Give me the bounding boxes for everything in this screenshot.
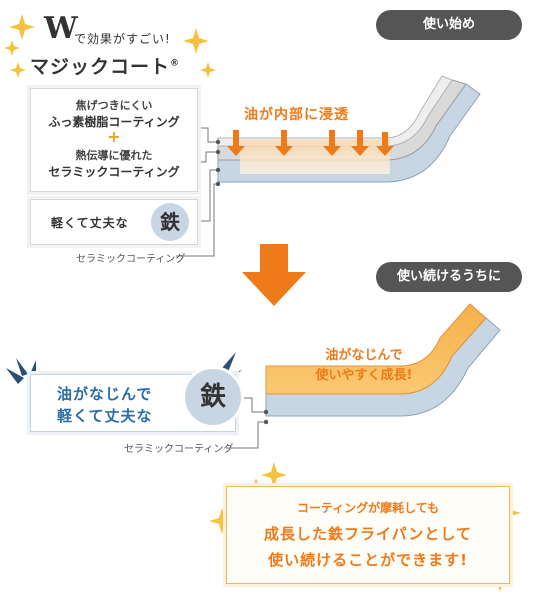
- stage-start-label: 使い始め: [376, 10, 522, 40]
- title-w-letter: W: [44, 11, 78, 46]
- registered-mark: ®: [170, 58, 181, 69]
- conclusion-box: コーティングが摩耗しても 成長した鉄フライパンとして 使い続けることができます!: [226, 486, 510, 584]
- title-main-text: マジックコート: [30, 56, 171, 78]
- transition-arrow-icon: [242, 244, 306, 306]
- iron-description-box: 軽くて丈夫な 鉄: [30, 199, 198, 245]
- title-main: マジックコート®: [30, 52, 180, 79]
- coating-line-2: ふっ素樹脂コーティング: [48, 115, 180, 129]
- pan-cross-section-bottom: [265, 303, 501, 417]
- plus-icon: +: [107, 127, 121, 146]
- ceramic-coating-label-top: セラミックコーティング: [76, 254, 186, 265]
- stage-continue-label: 使い続けるうちに: [376, 262, 522, 292]
- coating-line-1: 焦げつきにくい: [75, 99, 153, 112]
- sparkle-icon: [4, 14, 216, 78]
- iron-badge-large: 鉄: [182, 366, 244, 428]
- coating-description-box: 焦げつきにくい ふっ素樹脂コーティング + 熱伝導に優れた セラミックコーティン…: [30, 88, 198, 192]
- ceramic-coating-label-bottom: セラミックコーティング: [124, 444, 234, 455]
- oil-permeation-label: 油が内部に浸透: [244, 107, 349, 123]
- oil-seasoned-line-2: 使いやすく成長!: [315, 368, 413, 383]
- title-subtitle: で効果がすごい!: [74, 32, 171, 46]
- conclusion-line-3: 使い続けることができます!: [268, 551, 468, 569]
- coating-line-3: 熱伝導に優れた: [75, 149, 153, 162]
- coating-line-4: セラミックコーティング: [48, 165, 180, 179]
- seasoned-line-1: 油がなじんで: [57, 385, 153, 403]
- conclusion-line-2: 成長した鉄フライパンとして: [263, 525, 472, 543]
- iron-badge: 鉄: [151, 203, 189, 241]
- oil-seasoned-label: 油がなじんで 使いやすく成長!: [302, 346, 426, 386]
- iron-text: 軽くて丈夫な: [51, 216, 129, 230]
- conclusion-line-1: コーティングが摩耗しても: [296, 501, 440, 515]
- oil-seasoned-line-1: 油がなじんで: [325, 348, 403, 363]
- oil-arrow-icon: [227, 130, 394, 156]
- seasoned-line-2: 軽くて丈夫な: [57, 407, 153, 425]
- pan-cross-section-top: [217, 75, 481, 183]
